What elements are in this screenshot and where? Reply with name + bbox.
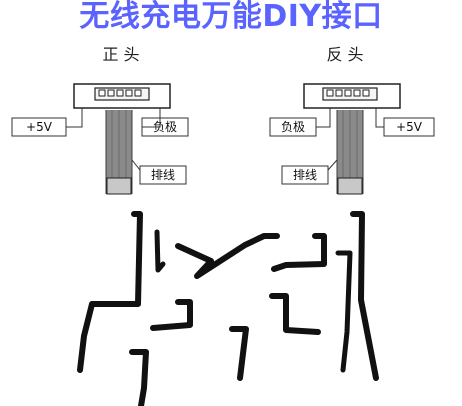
reverse-pin-2 bbox=[335, 89, 343, 97]
front-pin-3 bbox=[116, 89, 124, 97]
contact-strip-2 bbox=[154, 229, 166, 273]
contact-strip-9 bbox=[229, 326, 249, 381]
reverse-ribbon bbox=[336, 110, 364, 195]
reverse-pin-5 bbox=[362, 89, 370, 97]
front-label-plus5v-text: +5V bbox=[26, 120, 53, 134]
contact-strip-5 bbox=[335, 250, 353, 373]
contact-strip-7 bbox=[150, 299, 193, 331]
reverse-label-negative: 负极 bbox=[269, 108, 331, 137]
reverse-pin-1 bbox=[326, 89, 334, 97]
reverse-pin-3 bbox=[344, 89, 352, 97]
contact-strip-10 bbox=[129, 349, 149, 406]
contact-strip-1 bbox=[77, 211, 143, 373]
front-pin-4 bbox=[125, 89, 133, 97]
contact-strip-3 bbox=[175, 233, 280, 279]
front-label-ribbon: 排线 bbox=[131, 159, 187, 185]
reverse-label-plus5v-text: +5V bbox=[396, 120, 423, 134]
front-heading: 正 头 bbox=[102, 45, 139, 64]
contact-strip-4 bbox=[271, 233, 327, 272]
front-connector bbox=[73, 83, 171, 109]
contact-strip-8 bbox=[269, 293, 321, 335]
contact-strip-6 bbox=[350, 211, 379, 381]
reverse-label-ribbon: 排线 bbox=[281, 159, 338, 185]
reverse-connector bbox=[303, 83, 401, 109]
reverse-label-ribbon-text: 排线 bbox=[293, 168, 317, 182]
front-pin-5 bbox=[134, 89, 142, 97]
front-ribbon bbox=[105, 110, 133, 195]
front-pin-2 bbox=[107, 89, 115, 97]
front-label-negative-text: 负极 bbox=[153, 120, 177, 134]
front-label-plus5v: +5V bbox=[11, 108, 83, 137]
reverse-heading: 反 头 bbox=[326, 45, 363, 64]
reverse-label-negative-text: 负极 bbox=[281, 120, 305, 134]
contact-strips bbox=[77, 211, 379, 406]
reverse-label-plus5v: +5V bbox=[375, 108, 435, 137]
front-pin-1 bbox=[98, 89, 106, 97]
page-title: 无线充电万能DIY接口 bbox=[79, 0, 383, 34]
reverse-pin-4 bbox=[353, 89, 361, 97]
front-label-ribbon-text: 排线 bbox=[151, 168, 175, 182]
front-label-negative: 负极 bbox=[141, 108, 189, 137]
